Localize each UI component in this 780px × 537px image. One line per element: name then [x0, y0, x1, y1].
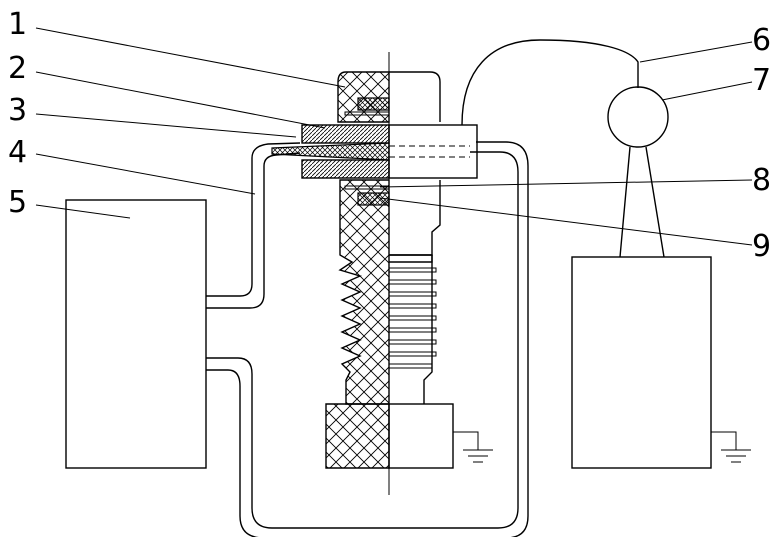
callout-3: 3: [8, 93, 27, 128]
callout-6: 6: [752, 23, 771, 58]
callout-7: 7: [752, 63, 771, 98]
conductor-probe: [272, 143, 389, 160]
callout-4: 4: [8, 135, 27, 170]
sensor-stand: [620, 147, 664, 257]
callout-9: 9: [752, 229, 771, 264]
insulator-base-left: [326, 404, 389, 468]
insulator-right-outline: [389, 180, 440, 255]
leader-4: [36, 154, 255, 194]
insulator-right-outline: [389, 72, 440, 122]
insulator-sheds: [389, 255, 436, 404]
insulator-base-right: [389, 404, 453, 468]
callout-5: 5: [8, 185, 27, 220]
leader-1: [36, 28, 345, 87]
upper-electrode: [358, 98, 389, 110]
right-box: [572, 257, 711, 468]
leader-6: [640, 42, 752, 62]
leader-3: [36, 114, 296, 137]
conductor-dashed: [389, 146, 470, 157]
leader-lines: [36, 28, 752, 245]
left-box: [66, 200, 206, 468]
insulator: [272, 52, 477, 495]
flange-right: [389, 125, 477, 178]
sensor-lead: [462, 40, 638, 125]
callout-8: 8: [752, 163, 771, 198]
flange: [302, 160, 389, 178]
leader-2: [36, 72, 325, 128]
flange: [302, 125, 389, 143]
leader-7: [662, 82, 752, 100]
leader-9: [380, 198, 752, 245]
insulator-left-section: [340, 180, 389, 404]
leader-5: [36, 205, 130, 218]
callout-1: 1: [8, 7, 27, 42]
ground-icon: [453, 432, 493, 462]
callout-2: 2: [8, 51, 27, 86]
sensor-head: [608, 87, 668, 147]
leader-8: [380, 180, 752, 187]
ground-icon: [711, 432, 751, 462]
